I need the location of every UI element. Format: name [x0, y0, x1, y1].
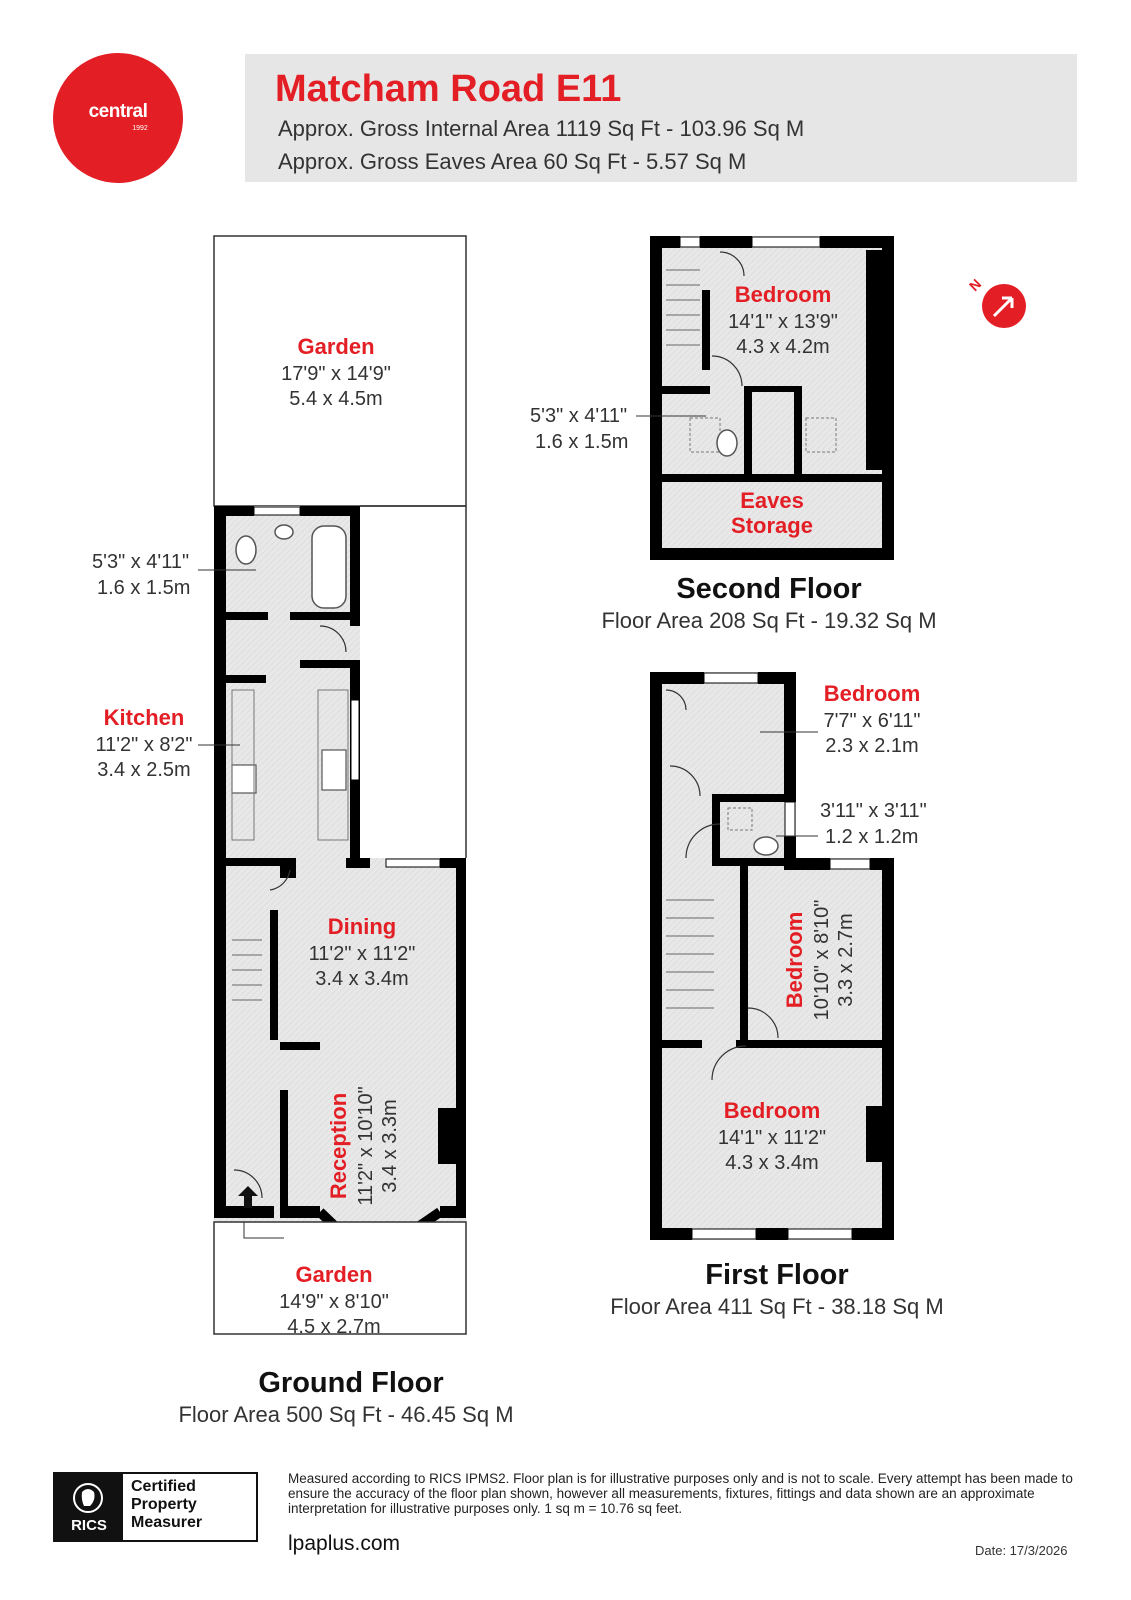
- first-floor-area-text: Floor Area 411 Sq Ft - 38.18 Sq M: [610, 1294, 943, 1319]
- sink-fixture: [321, 749, 347, 791]
- bath-fixture: [311, 525, 347, 609]
- north-label: N: [966, 276, 984, 294]
- header-banner: [245, 54, 1077, 182]
- first-front-bedroom-name: Bedroom: [724, 1098, 821, 1123]
- disclaimer-text: Measured according to RICS IPMS2. Floor …: [288, 1471, 1073, 1516]
- plan-date: Date: 17/3/2026: [975, 1543, 1068, 1558]
- rics-certified-badge: RICS Certified Property Measurer: [53, 1472, 258, 1542]
- front-garden-dim-m: 4.5 x 2.7m: [287, 1316, 380, 1338]
- first-walls: [650, 672, 894, 1240]
- rics-badge-text: Certified Property Measurer: [123, 1474, 256, 1540]
- badge-line: Certified: [131, 1478, 196, 1495]
- kitchen-dim-ft: 11'2" x 8'2": [95, 734, 192, 756]
- dining-dim-m: 3.4 x 3.4m: [315, 968, 408, 990]
- second-floor-plan: Bedroom 14'1" x 13'9" 4.3 x 4.2m 5'3" x …: [530, 236, 937, 633]
- north-arrow-icon: N: [966, 276, 1026, 328]
- rics-wordmark: RICS: [71, 1517, 107, 1534]
- ground-floor-title: Ground Floor: [258, 1367, 443, 1399]
- logo-year: 1992: [132, 125, 148, 132]
- second-floor-area-text: Floor Area 208 Sq Ft - 19.32 Sq M: [601, 608, 936, 633]
- rear-garden-name: Garden: [297, 334, 374, 359]
- ground-doors: [233, 625, 347, 1199]
- ground-floor-plan: Garden 17'9" x 14'9" 5.4 x 4.5m 5'3" x 4…: [92, 235, 514, 1427]
- second-bedroom-name: Bedroom: [735, 282, 832, 307]
- gross-eaves-area: Approx. Gross Eaves Area 60 Sq Ft - 5.57…: [278, 149, 747, 174]
- first-doors: [665, 689, 779, 1081]
- first-mid-bedroom-name: Bedroom: [782, 912, 807, 1009]
- ground-leaders: [198, 569, 256, 746]
- first-mid-bedroom-dim-ft: 10'10" x 8'10": [811, 900, 833, 1021]
- front-garden-dim-ft: 14'9" x 8'10": [279, 1291, 389, 1313]
- ground-floor-area: [214, 506, 466, 1222]
- second-shower-dim-ft: 5'3" x 4'11": [530, 405, 627, 427]
- first-small-bedroom-dim-m: 2.3 x 2.1m: [825, 735, 918, 757]
- second-floor-title: Second Floor: [676, 573, 861, 605]
- badge-line: Measurer: [131, 1514, 203, 1531]
- second-bedroom-dim-m: 4.3 x 4.2m: [736, 336, 829, 358]
- first-wc-dim-m: 1.2 x 1.2m: [825, 826, 918, 848]
- first-wc-dim-ft: 3'11" x 3'11": [820, 800, 927, 822]
- first-small-bedroom-dim-ft: 7'7" x 6'11": [823, 710, 920, 732]
- kitchen-name: Kitchen: [104, 705, 185, 730]
- ground-bathroom-dim-m: 1.6 x 1.5m: [97, 577, 190, 599]
- front-garden-name: Garden: [295, 1262, 372, 1287]
- rics-crest-icon: RICS: [55, 1474, 123, 1540]
- kitchen-dim-m: 3.4 x 2.5m: [97, 759, 190, 781]
- rear-garden-dim-m: 5.4 x 4.5m: [289, 388, 382, 410]
- lion-crest-icon: [73, 1483, 103, 1513]
- logo-wordmark: central: [88, 101, 148, 122]
- first-floor-title: First Floor: [705, 1259, 848, 1291]
- first-front-bedroom-dim-m: 4.3 x 3.4m: [725, 1152, 818, 1174]
- rear-garden-dim-ft: 17'9" x 14'9": [281, 363, 391, 385]
- property-title: Matcham Road E11: [275, 68, 622, 110]
- ground-bathroom-dim-ft: 5'3" x 4'11": [92, 551, 189, 573]
- second-floor-area: [650, 236, 894, 560]
- reception-dim-m: 3.4 x 3.3m: [379, 1099, 401, 1192]
- second-toilet-fixture: [716, 429, 738, 457]
- reception-name: Reception: [326, 1093, 351, 1199]
- central-logo: central 1992: [53, 53, 183, 183]
- second-doors: [711, 251, 745, 387]
- second-walls: [650, 236, 894, 560]
- second-shower-dim-m: 1.6 x 1.5m: [535, 431, 628, 453]
- gross-internal-area: Approx. Gross Internal Area 1119 Sq Ft -…: [278, 116, 805, 141]
- rear-garden-outline: [213, 235, 467, 507]
- eaves-storage-line1: Eaves: [740, 488, 804, 513]
- entrance-arrow-icon: [238, 1186, 258, 1208]
- eaves-storage-line2: Storage: [731, 513, 813, 538]
- first-toilet-fixture: [753, 836, 779, 856]
- second-stairs: [666, 269, 700, 346]
- first-front-bedroom-dim-ft: 14'1" x 11'2": [718, 1127, 826, 1149]
- basin-fixture: [274, 524, 294, 540]
- hob-fixture: [231, 764, 257, 794]
- first-small-bedroom-name: Bedroom: [824, 681, 921, 706]
- badge-line: Property: [131, 1496, 197, 1513]
- ground-floor-area-text: Floor Area 500 Sq Ft - 46.45 Sq M: [178, 1402, 513, 1427]
- dining-dim-ft: 11'2" x 11'2": [309, 943, 416, 965]
- second-bedroom-dim-ft: 14'1" x 13'9": [728, 311, 838, 333]
- first-stairs: [666, 899, 714, 1009]
- front-garden-outline: [213, 1221, 467, 1335]
- ground-stairs: [232, 939, 262, 1001]
- first-floor-plan: Bedroom 7'7" x 6'11" 2.3 x 2.1m 3'11" x …: [610, 672, 944, 1319]
- reception-dim-ft: 11'2" x 10'10": [355, 1086, 377, 1205]
- dining-name: Dining: [328, 914, 396, 939]
- first-mid-bedroom-dim-m: 3.3 x 2.7m: [835, 913, 857, 1006]
- toilet-fixture: [235, 535, 257, 565]
- first-floor-area: [650, 672, 894, 1240]
- website-link[interactable]: lpaplus.com: [288, 1532, 401, 1555]
